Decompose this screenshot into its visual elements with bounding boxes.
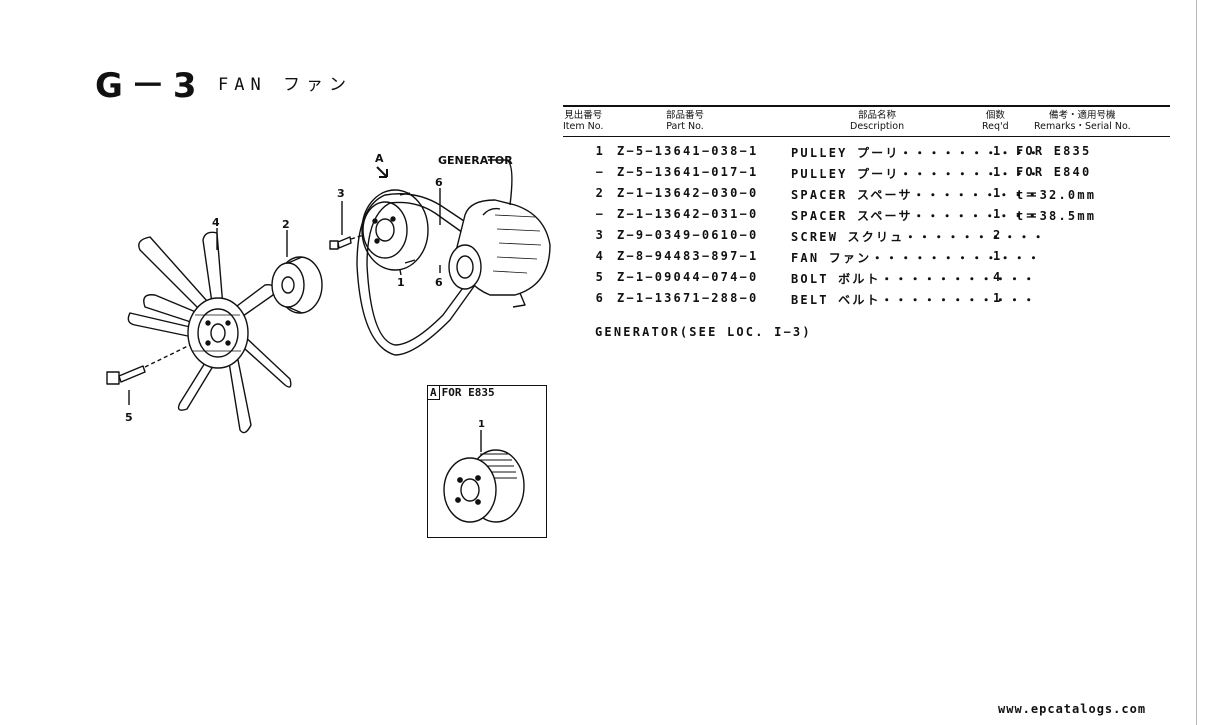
generator-label: GENERATOR	[438, 154, 513, 167]
callout-4: 4	[212, 216, 220, 229]
inset-callout-1: 1	[478, 419, 485, 430]
callout-5: 5	[125, 411, 133, 424]
item-no: 4	[595, 249, 605, 263]
quantity: 1	[993, 249, 1003, 263]
pulley-icon	[361, 189, 429, 271]
page-edge-line	[1196, 0, 1197, 725]
description: SPACER スペーサ・・・・・・・・・	[791, 188, 1041, 202]
callout-1: 1	[397, 276, 405, 289]
site-watermark: www.epcatalogs.com	[998, 702, 1147, 716]
inset-view-label: A	[428, 386, 440, 400]
spacer-icon	[271, 256, 323, 314]
part-no: Z−9−0349−0610−0	[617, 228, 759, 242]
callout-a: A	[375, 152, 384, 165]
part-no: Z−1−13642−030−0	[617, 186, 759, 200]
quantity: 4	[993, 270, 1003, 284]
remarks: t＝32.0mm	[1016, 188, 1097, 202]
fan-exploded-diagram: A GENERATOR 1 2 3 4 5 6 6	[106, 152, 551, 434]
table-row: 6 Z−1−13671−288−0 BELT ベルト・・・・・・・・・・・ 1	[563, 288, 1170, 308]
part-no: Z−5−13641−038−1	[617, 144, 759, 158]
item-no: 2	[595, 186, 605, 200]
item-no: −	[595, 165, 605, 179]
callout-2: 2	[282, 218, 290, 231]
table-row: 1 Z−5−13641−038−1 PULLEY プーリ・・・・・・・・・・ 1…	[563, 141, 1170, 161]
remarks: FOR E840	[1016, 165, 1092, 179]
table-row: 5 Z−1−09044−074−0 BOLT ボルト・・・・・・・・・・・ 4	[563, 267, 1170, 287]
inset-caption: FOR E835	[441, 386, 495, 399]
description: PULLEY プーリ・・・・・・・・・・	[791, 146, 1042, 160]
part-no: Z−1−09044−074−0	[617, 270, 759, 284]
remarks: t＝38.5mm	[1016, 209, 1097, 223]
bolt-icon	[106, 344, 191, 385]
callout-3: 3	[337, 187, 345, 200]
quantity: 1	[993, 165, 1003, 179]
item-no: 6	[595, 291, 605, 305]
quantity: 1	[993, 144, 1003, 158]
description: SCREW スクリュ・・・・・・・・・・	[791, 230, 1047, 244]
generator-note: GENERATOR(SEE LOC. I−3)	[595, 325, 812, 339]
table-row: 2 Z−1−13642−030−0 SPACER スペーサ・・・・・・・・・ 1…	[563, 183, 1170, 203]
table-row: − Z−1−13642−031−0 SPACER スペーサ・・・・・・・・・ 1…	[563, 204, 1170, 224]
callout-6: 6	[435, 176, 443, 189]
description: SPACER スペーサ・・・・・・・・・	[791, 209, 1041, 223]
item-no: 5	[595, 270, 605, 284]
callout-6-lower: 6	[435, 276, 443, 289]
section-code: G－3	[95, 66, 205, 106]
quantity: 2	[993, 228, 1003, 242]
description: BOLT ボルト・・・・・・・・・・・	[791, 272, 1037, 286]
section-title: FAN ファン	[218, 75, 352, 95]
item-no: 1	[595, 144, 605, 158]
quantity: 1	[993, 186, 1003, 200]
item-no: −	[595, 207, 605, 221]
item-no: 3	[595, 228, 605, 242]
inset-pulley-icon: 1	[443, 419, 525, 523]
table-row: − Z−5−13641−017−1 PULLEY プーリ・・・・・・・・・・ 1…	[563, 162, 1170, 182]
generator-icon	[448, 199, 551, 308]
remarks: FOR E835	[1016, 144, 1092, 158]
description: PULLEY プーリ・・・・・・・・・・	[791, 167, 1042, 181]
table-row: 3 Z−9−0349−0610−0 SCREW スクリュ・・・・・・・・・・ 2	[563, 225, 1170, 245]
quantity: 1	[993, 207, 1003, 221]
table-row: 4 Z−8−94483−897−1 FAN ファン・・・・・・・・・・・・ 1	[563, 246, 1170, 266]
part-no: Z−8−94483−897−1	[617, 249, 759, 263]
part-no: Z−1−13642−031−0	[617, 207, 759, 221]
part-no: Z−5−13641−017−1	[617, 165, 759, 179]
description: FAN ファン・・・・・・・・・・・・	[791, 251, 1042, 265]
part-no: Z−1−13671−288−0	[617, 291, 759, 305]
quantity: 1	[993, 291, 1003, 305]
description: BELT ベルト・・・・・・・・・・・	[791, 293, 1037, 307]
